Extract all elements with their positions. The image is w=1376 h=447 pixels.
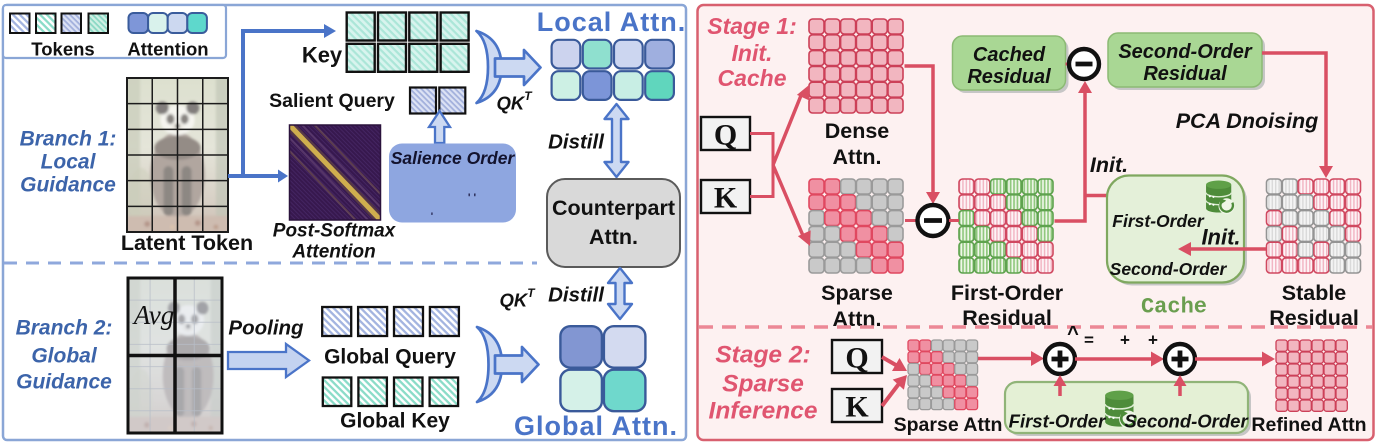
svg-text:First-Order: First-Order: [1009, 411, 1107, 432]
svg-text:Local Attn.: Local Attn.: [537, 7, 687, 37]
svg-text:': ': [431, 212, 433, 223]
svg-text:Local: Local: [41, 151, 97, 174]
svg-text:Guidance: Guidance: [20, 174, 116, 197]
svg-text:Attention: Attention: [291, 242, 375, 263]
svg-text:Residual: Residual: [967, 66, 1051, 88]
svg-text:Residual: Residual: [1143, 63, 1227, 85]
svg-text:Salient Query: Salient Query: [269, 90, 395, 112]
svg-text:K: K: [714, 182, 738, 215]
svg-text:Cache: Cache: [1141, 295, 1207, 320]
svg-text:Global: Global: [31, 345, 98, 368]
svg-text:Pooling: Pooling: [228, 317, 304, 340]
svg-text:' ': ' ': [468, 192, 477, 204]
svg-text:Stable: Stable: [1282, 281, 1347, 305]
svg-text:Q: Q: [714, 119, 737, 152]
svg-text:Attn.: Attn.: [833, 145, 882, 169]
svg-text:Attn.: Attn.: [589, 225, 638, 249]
svg-text:Avg: Avg: [132, 300, 175, 330]
svg-text:Sparse: Sparse: [821, 281, 893, 305]
svg-text:Sparse: Sparse: [722, 371, 804, 398]
svg-text:+: +: [1148, 331, 1158, 350]
svg-text:Latent Token: Latent Token: [121, 231, 253, 255]
svg-text:Second-Order: Second-Order: [1110, 259, 1228, 279]
svg-text:Tokens: Tokens: [31, 39, 94, 60]
svg-text:QKT: QKT: [496, 89, 533, 114]
svg-text:+: +: [1120, 331, 1130, 350]
svg-text:Cache: Cache: [717, 65, 786, 91]
svg-text:Salience Order: Salience Order: [391, 148, 516, 168]
svg-text:Global Key: Global Key: [340, 410, 450, 433]
svg-text:Stage 1:: Stage 1:: [707, 13, 796, 39]
svg-text:First-Order: First-Order: [1112, 211, 1205, 231]
svg-text:Key: Key: [302, 43, 343, 68]
svg-text:Distill: Distill: [548, 131, 605, 154]
svg-text:Second-Order: Second-Order: [1124, 411, 1249, 432]
svg-text:Post-Softmax: Post-Softmax: [273, 221, 397, 242]
svg-text:Init.: Init.: [1090, 153, 1128, 177]
svg-text:Inference: Inference: [709, 398, 818, 425]
svg-text:Q: Q: [845, 342, 868, 375]
svg-text:Branch 2:: Branch 2:: [16, 317, 113, 340]
svg-text:=: =: [1084, 331, 1094, 350]
svg-text:PCA Dnoising: PCA Dnoising: [1176, 109, 1319, 133]
svg-text:Branch 1:: Branch 1:: [20, 128, 117, 151]
svg-text:Cached: Cached: [973, 44, 1046, 66]
svg-text:Global Attn.: Global Attn.: [514, 411, 678, 441]
svg-text:Global Query: Global Query: [324, 346, 456, 369]
svg-text:Stage 2:: Stage 2:: [715, 342, 810, 369]
svg-text:K: K: [845, 391, 869, 424]
svg-text:Attention: Attention: [127, 39, 208, 60]
svg-text:Sparse Attn: Sparse Attn: [894, 414, 1003, 436]
svg-text:Counterpart: Counterpart: [552, 196, 675, 220]
svg-text:Guidance: Guidance: [16, 371, 112, 394]
svg-text:Dense: Dense: [825, 119, 890, 143]
svg-text:Refined Attn: Refined Attn: [1251, 414, 1366, 436]
svg-text:^: ^: [1067, 323, 1079, 345]
svg-text:Init.: Init.: [732, 40, 773, 66]
svg-text:Distill: Distill: [548, 284, 605, 307]
svg-text:First-Order: First-Order: [951, 281, 1064, 305]
svg-text:Init.: Init.: [1201, 225, 1240, 250]
svg-text:Second-Order: Second-Order: [1118, 41, 1253, 63]
